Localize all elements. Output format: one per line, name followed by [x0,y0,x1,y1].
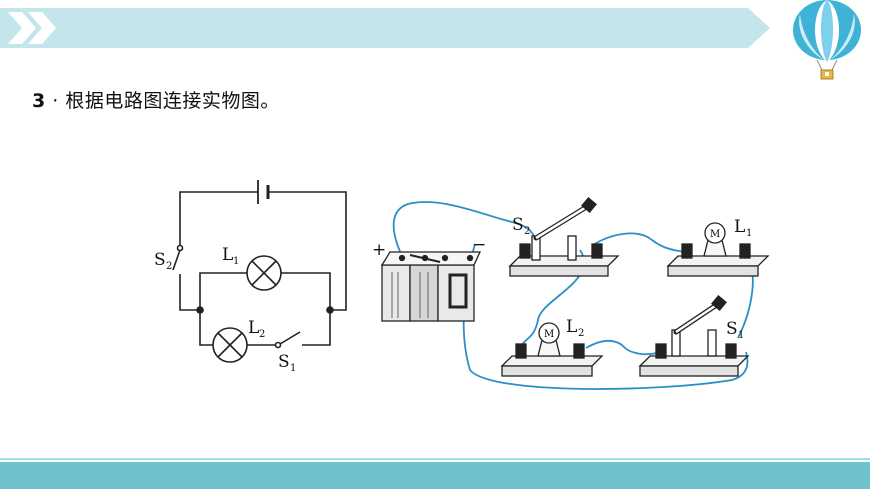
physical-lamp-l1-label: L [734,217,745,237]
bottom-bar-line [0,458,870,460]
battery [380,251,482,322]
schematic-switch-s1-subscript: 1 [290,363,296,374]
physical-lamp-l1-subscript: 1 [746,228,752,239]
bottom-bar [0,458,870,489]
physical-switch-s2-label: S [512,215,524,235]
question-separator: · [52,90,59,112]
question-number: 3 [32,90,46,112]
battery-negative-label: − [472,235,486,255]
schematic-switch-s2-subscript: 2 [166,261,172,272]
schematic-switch-s2-label: S [154,250,166,270]
switch-s2 [508,197,620,277]
physical-switch-s1-subscript: 1 [738,330,744,341]
schematic-lamp-l1-label: L [222,245,233,265]
lamp-l2 [500,322,604,377]
lamp-l2-bulb-mark: M [544,329,554,340]
physical-lamp-l2-label: L [566,317,577,337]
top-banner [0,8,770,48]
physical-diagram: + − S 2 M L 1 [372,197,770,390]
hot-air-balloon-icon [793,0,861,80]
schematic-lamp-l2-label: L [248,318,259,338]
lamp-l1-bulb-mark: M [710,229,720,240]
question-prompt: 根据电路图连接实物图。 [65,90,280,112]
physical-switch-s2-subscript: 2 [524,226,530,237]
circuit-figure: S 2 L 1 L 2 S 1 [154,180,770,390]
physical-lamp-l2-subscript: 2 [578,328,584,339]
schematic-switch-s1-label: S [278,352,290,372]
schematic-lamp-l1-subscript: 1 [233,256,239,267]
switch-s1 [638,295,750,377]
chevron-icon [8,12,36,44]
question-text: 3 · 根据电路图连接实物图。 [32,86,280,113]
battery-positive-label: + [372,240,386,260]
lamp-l1 [666,222,770,277]
chevron-icon [28,12,56,44]
physical-switch-s1-label: S [726,319,738,339]
circuit-schematic [172,180,347,363]
schematic-lamp-l2-subscript: 2 [259,329,265,340]
